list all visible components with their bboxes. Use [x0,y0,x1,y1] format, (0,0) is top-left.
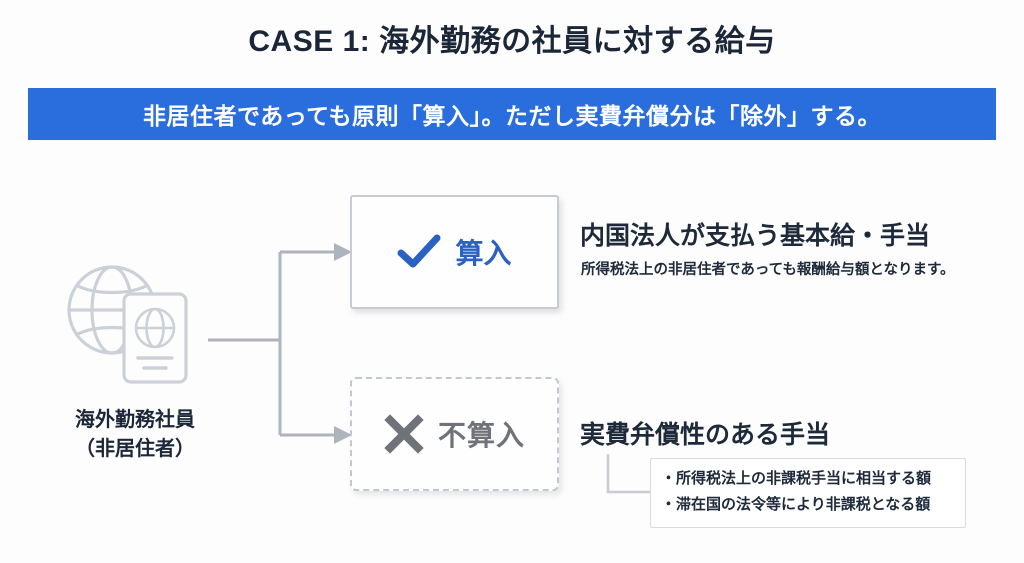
result-box-exclude[interactable]: 不算入 [350,377,559,491]
source-label: 海外勤務社員 （非居住者） [20,406,250,464]
source-label-line1: 海外勤務社員 [75,409,195,431]
result-box-include[interactable]: 算入 [350,195,559,309]
page-title: CASE 1: 海外勤務の社員に対する給与 [248,25,776,58]
description-heading-include: 内国法人が支払う基本給・手当 [580,222,931,250]
result-label-exclude: 不算入 [437,420,525,451]
branch-connector [200,185,370,505]
key-message-banner: 非居住者であっても原則「算入」。ただし実費弁償分は「除外」する。 [28,88,996,140]
bullet-item: ・滞在国の法令等により非課税となる額 [661,495,931,513]
arrowhead-bottom [334,426,352,444]
check-icon [397,234,441,268]
bullet-box-exclude: ・所得税法上の非課税手当に相当する額 ・滞在国の法令等により非課税となる額 [650,458,966,528]
bullet-item: ・所得税法上の非課税手当に相当する額 [661,470,932,487]
arrowhead-top [334,243,352,261]
globe-passport-icon [58,252,208,392]
description-heading-exclude: 実費弁償性のある手当 [580,421,831,449]
bullet-box-connector [602,452,662,512]
banner-text: 非居住者であっても原則「算入」。ただし実費弁償分は「除外」する。 [143,103,881,129]
result-label-include: 算入 [455,238,512,269]
cross-icon [384,414,424,454]
description-subtext-include: 所得税法上の非居住者であっても報酬給与額となります。 [581,262,955,278]
source-label-line2: （非居住者） [75,438,195,460]
